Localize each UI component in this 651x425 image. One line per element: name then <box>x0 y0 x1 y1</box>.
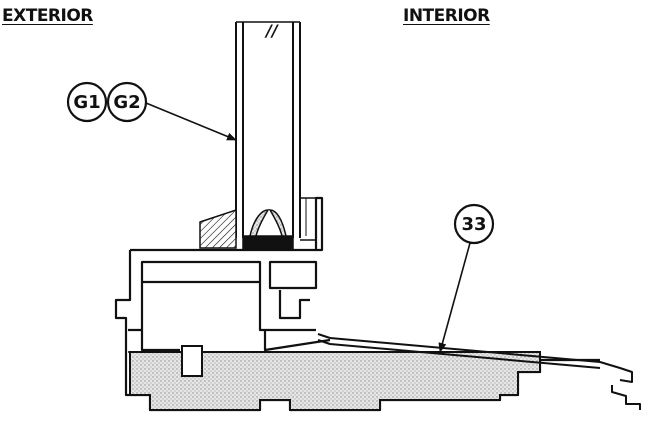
base-clip <box>181 345 203 377</box>
glazing <box>235 21 301 238</box>
callout-g1-label: G1 <box>73 92 100 113</box>
callout-g2-circle <box>106 81 148 123</box>
glazing-gaskets <box>199 197 317 251</box>
callout-g1-circle <box>66 81 108 123</box>
interior-label: INTERIOR <box>403 6 490 26</box>
break-mark: // <box>264 21 279 40</box>
callout-g2-label: G2 <box>113 92 140 113</box>
insulated-base <box>129 351 541 411</box>
leader-line-1 <box>145 102 237 141</box>
sill-cover <box>317 333 641 410</box>
callout-33-circle <box>453 203 495 245</box>
exterior-label: EXTERIOR <box>2 6 93 26</box>
callout-33-label: 33 <box>461 214 486 235</box>
leader-line-2 <box>438 242 471 353</box>
callouts: G1 G2 33 <box>66 81 495 353</box>
